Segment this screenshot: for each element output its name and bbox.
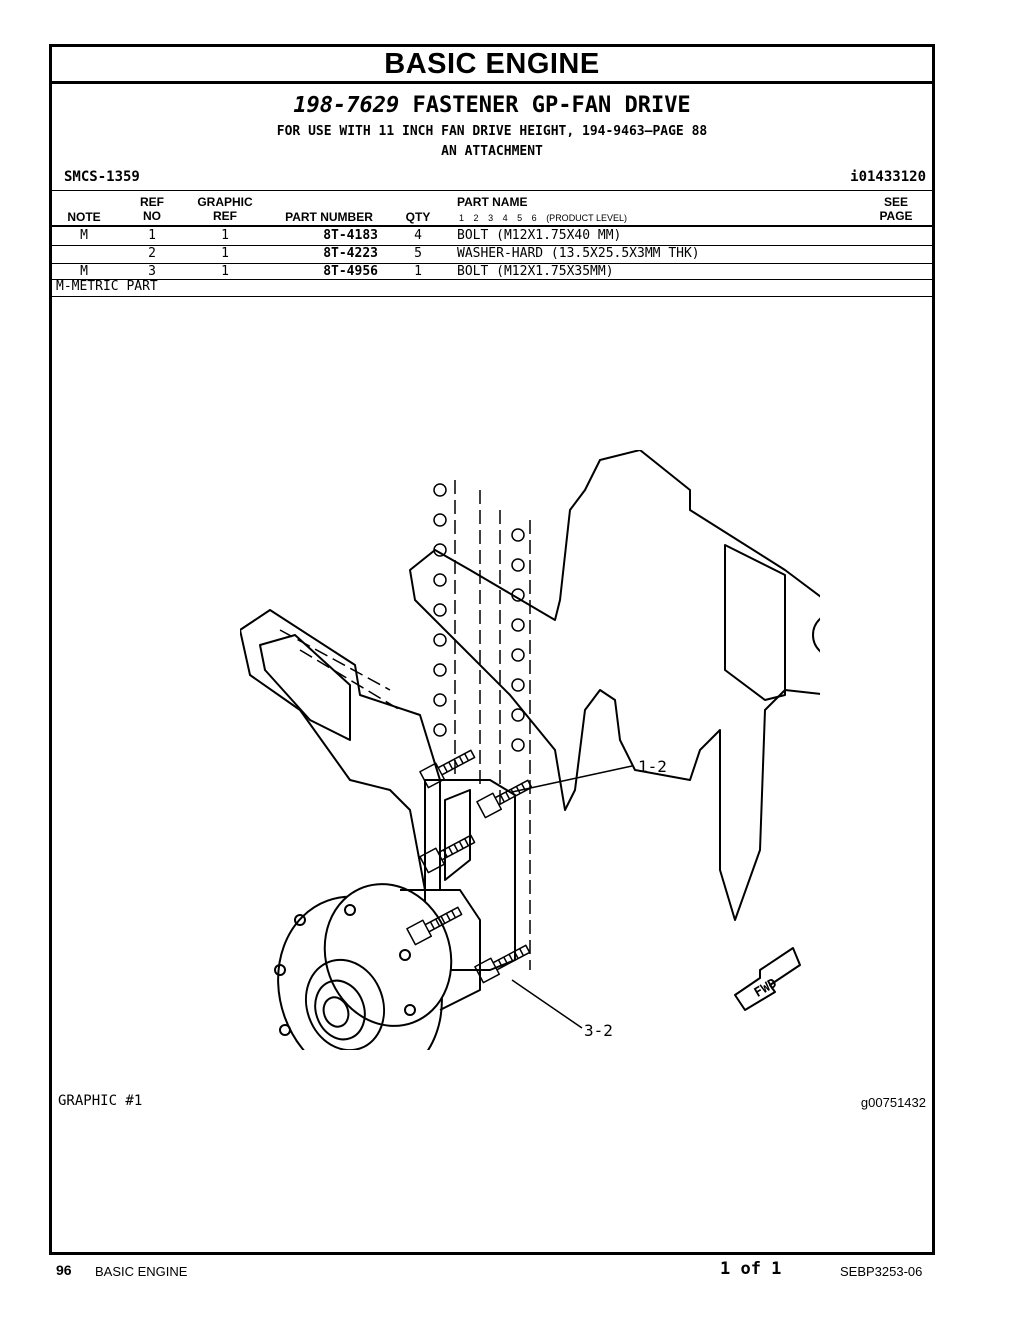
level-3: 3 <box>488 213 494 223</box>
cell-qty: 5 <box>414 246 422 261</box>
fan-drive-pulley <box>274 883 481 1050</box>
level-2: 2 <box>473 213 479 223</box>
cell-graphic-ref: 1 <box>221 246 229 261</box>
bolt <box>419 834 476 874</box>
leader-line-3-2 <box>511 979 583 1029</box>
cell-ref: 3 <box>148 264 156 279</box>
bracket-hole <box>433 693 447 707</box>
level-4: 4 <box>502 213 508 223</box>
title-band: BASIC ENGINE <box>52 47 932 84</box>
col-header-see-top: SEE <box>883 195 908 209</box>
cell-part-number: 8T-4956 <box>323 264 378 279</box>
bracket-hole <box>511 738 525 752</box>
footer-page-number: 96 <box>56 1262 72 1278</box>
cell-note: M <box>80 228 88 243</box>
table-header-bottom-rule <box>52 225 932 227</box>
hidden-edge <box>279 629 391 691</box>
table-row: 2 1 8T-4223 5 WASHER-HARD (13.5X25.5X3MM… <box>52 245 932 264</box>
bracket-hole <box>812 617 820 653</box>
illustration-ident: i01433120 <box>850 169 926 185</box>
cell-qty: 1 <box>414 264 422 279</box>
group-title: 198-7629 FASTENER GP-FAN DRIVE <box>52 93 932 118</box>
cell-part-name: BOLT (M12X1.75X35MM) <box>457 264 614 279</box>
mounting-plate-slot <box>444 789 471 881</box>
footer-section: BASIC ENGINE <box>95 1264 188 1279</box>
table-row: M 1 1 8T-4183 4 BOLT (M12X1.75X40 MM) <box>52 227 932 246</box>
parts-page-frame: BASIC ENGINE 198-7629 FASTENER GP-FAN DR… <box>49 44 935 1255</box>
cell-graphic-ref: 1 <box>221 228 229 243</box>
bracket-hole <box>433 573 447 587</box>
cell-part-name: WASHER-HARD (13.5X25.5X3MM THK) <box>457 246 700 261</box>
attachment-line: AN ATTACHMENT <box>441 144 543 159</box>
cell-ref: 1 <box>148 228 156 243</box>
col-header-part-name: PART NAME <box>457 195 528 209</box>
col-header-ref-no: REF NO <box>132 195 172 223</box>
bracket-hole <box>433 603 447 617</box>
bolt <box>406 906 463 946</box>
bracket-hole <box>511 648 525 662</box>
col-header-note: NOTE <box>67 210 101 224</box>
bracket-hole <box>511 588 525 602</box>
cell-qty: 4 <box>414 228 422 243</box>
cell-graphic-ref: 1 <box>221 264 229 279</box>
bolt <box>419 749 476 789</box>
product-level-label: (PRODUCT LEVEL) <box>546 213 628 223</box>
table-row: M 3 1 8T-4956 1 BOLT (M12X1.75X35MM) <box>52 263 932 281</box>
bracket-hole <box>433 663 447 677</box>
col-header-graphic-bottom: REF <box>213 209 237 223</box>
callout-3-2: 3-2 <box>584 1021 613 1040</box>
product-level-header: 1 2 3 4 5 6 (PRODUCT LEVEL) <box>459 213 627 223</box>
bracket-hole <box>511 528 525 542</box>
col-header-see-page: SEE PAGE <box>876 195 916 223</box>
left-arm <box>240 609 441 891</box>
graphic-label: GRAPHIC #1 <box>58 1093 143 1109</box>
cell-ref: 2 <box>148 246 156 261</box>
cell-part-number: 8T-4183 <box>323 228 378 243</box>
bracket-hole <box>511 708 525 722</box>
group-number: 198-7629 <box>293 93 400 118</box>
metric-footnote: M-METRIC PART <box>56 279 158 294</box>
bracket-hole <box>511 558 525 572</box>
group-name: FASTENER GP-FAN DRIVE <box>412 93 691 118</box>
col-header-qty: QTY <box>405 210 431 224</box>
bolt <box>474 944 531 984</box>
footer-page-count: 1 of 1 <box>720 1259 782 1279</box>
page-title: BASIC ENGINE <box>384 48 600 80</box>
leader-line-1-2 <box>511 765 633 793</box>
fwd-arrow <box>734 947 801 1011</box>
bracket-slot <box>724 544 786 701</box>
col-header-ref-bottom: NO <box>143 209 161 223</box>
bracket-hole <box>433 543 447 557</box>
level-1: 1 <box>459 213 465 223</box>
callout-1-2: 1-2 <box>638 757 667 776</box>
graphic-id: g00751432 <box>860 1095 926 1110</box>
col-header-graphic-top: GRAPHIC <box>197 195 253 209</box>
col-header-graphic-ref: GRAPHIC REF <box>190 195 260 223</box>
level-5: 5 <box>517 213 523 223</box>
table-end-rule <box>52 279 932 280</box>
use-with-line: FOR USE WITH 11 INCH FAN DRIVE HEIGHT, 1… <box>276 124 708 139</box>
bracket-hole <box>511 678 525 692</box>
bracket-hole <box>433 633 447 647</box>
level-6: 6 <box>531 213 537 223</box>
bracket-hole <box>433 723 447 737</box>
footnote-rule <box>52 296 932 297</box>
cell-part-name: BOLT (M12X1.75X40 MM) <box>457 228 622 243</box>
smcs-code: SMCS-1359 <box>64 169 140 185</box>
cell-part-number: 8T-4223 <box>323 246 378 261</box>
col-header-ref-top: REF <box>140 195 164 209</box>
fan-drive-illustration: 1-2 3-2 FWD <box>240 450 820 1050</box>
bracket-hole <box>433 483 447 497</box>
col-header-see-bottom: PAGE <box>879 209 913 223</box>
left-arm-slot <box>259 634 351 741</box>
bracket-hole <box>433 513 447 527</box>
table-header-top-rule <box>52 190 932 191</box>
bracket-hole <box>511 618 525 632</box>
bracket-plate-outline <box>409 450 820 921</box>
bolt <box>476 779 533 819</box>
footer-doc-number: SEBP3253-06 <box>840 1264 923 1279</box>
cell-note: M <box>80 264 88 279</box>
col-header-part-number: PART NUMBER <box>285 210 373 224</box>
